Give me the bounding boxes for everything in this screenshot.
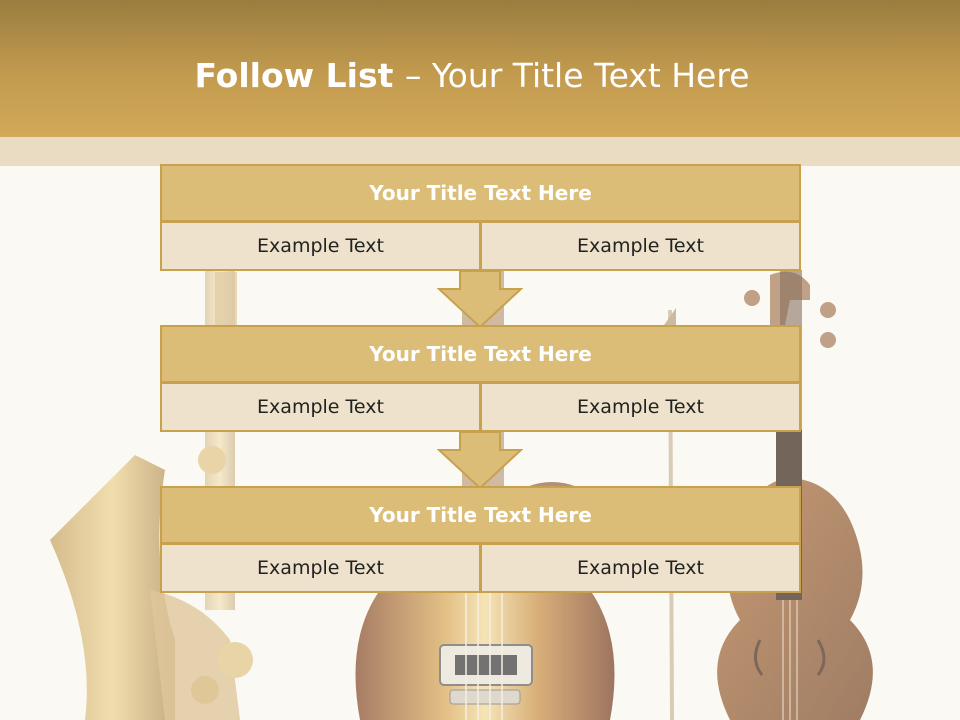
header-band xyxy=(0,0,960,137)
block-cell-left: Example Text xyxy=(160,221,481,271)
slide-title-rest: – Your Title Text Here xyxy=(404,56,750,95)
header-stripe xyxy=(0,137,960,166)
block-cell-right: Example Text xyxy=(480,543,801,593)
block-title: Your Title Text Here xyxy=(160,486,801,544)
list-block-2: Your Title Text Here Example Text Exampl… xyxy=(160,325,801,432)
list-block-1: Your Title Text Here Example Text Exampl… xyxy=(160,164,801,271)
slide-title-bold: Follow List xyxy=(194,56,405,95)
list-block-3: Your Title Text Here Example Text Exampl… xyxy=(160,486,801,593)
block-cell-right: Example Text xyxy=(480,221,801,271)
block-title: Your Title Text Here xyxy=(160,164,801,222)
block-cell-left: Example Text xyxy=(160,543,481,593)
down-arrow-icon xyxy=(437,271,523,329)
block-cell-right: Example Text xyxy=(480,382,801,432)
down-arrow-icon xyxy=(437,432,523,490)
block-cell-left: Example Text xyxy=(160,382,481,432)
slide-title: Follow List – Your Title Text Here xyxy=(0,56,944,96)
block-title: Your Title Text Here xyxy=(160,325,801,383)
